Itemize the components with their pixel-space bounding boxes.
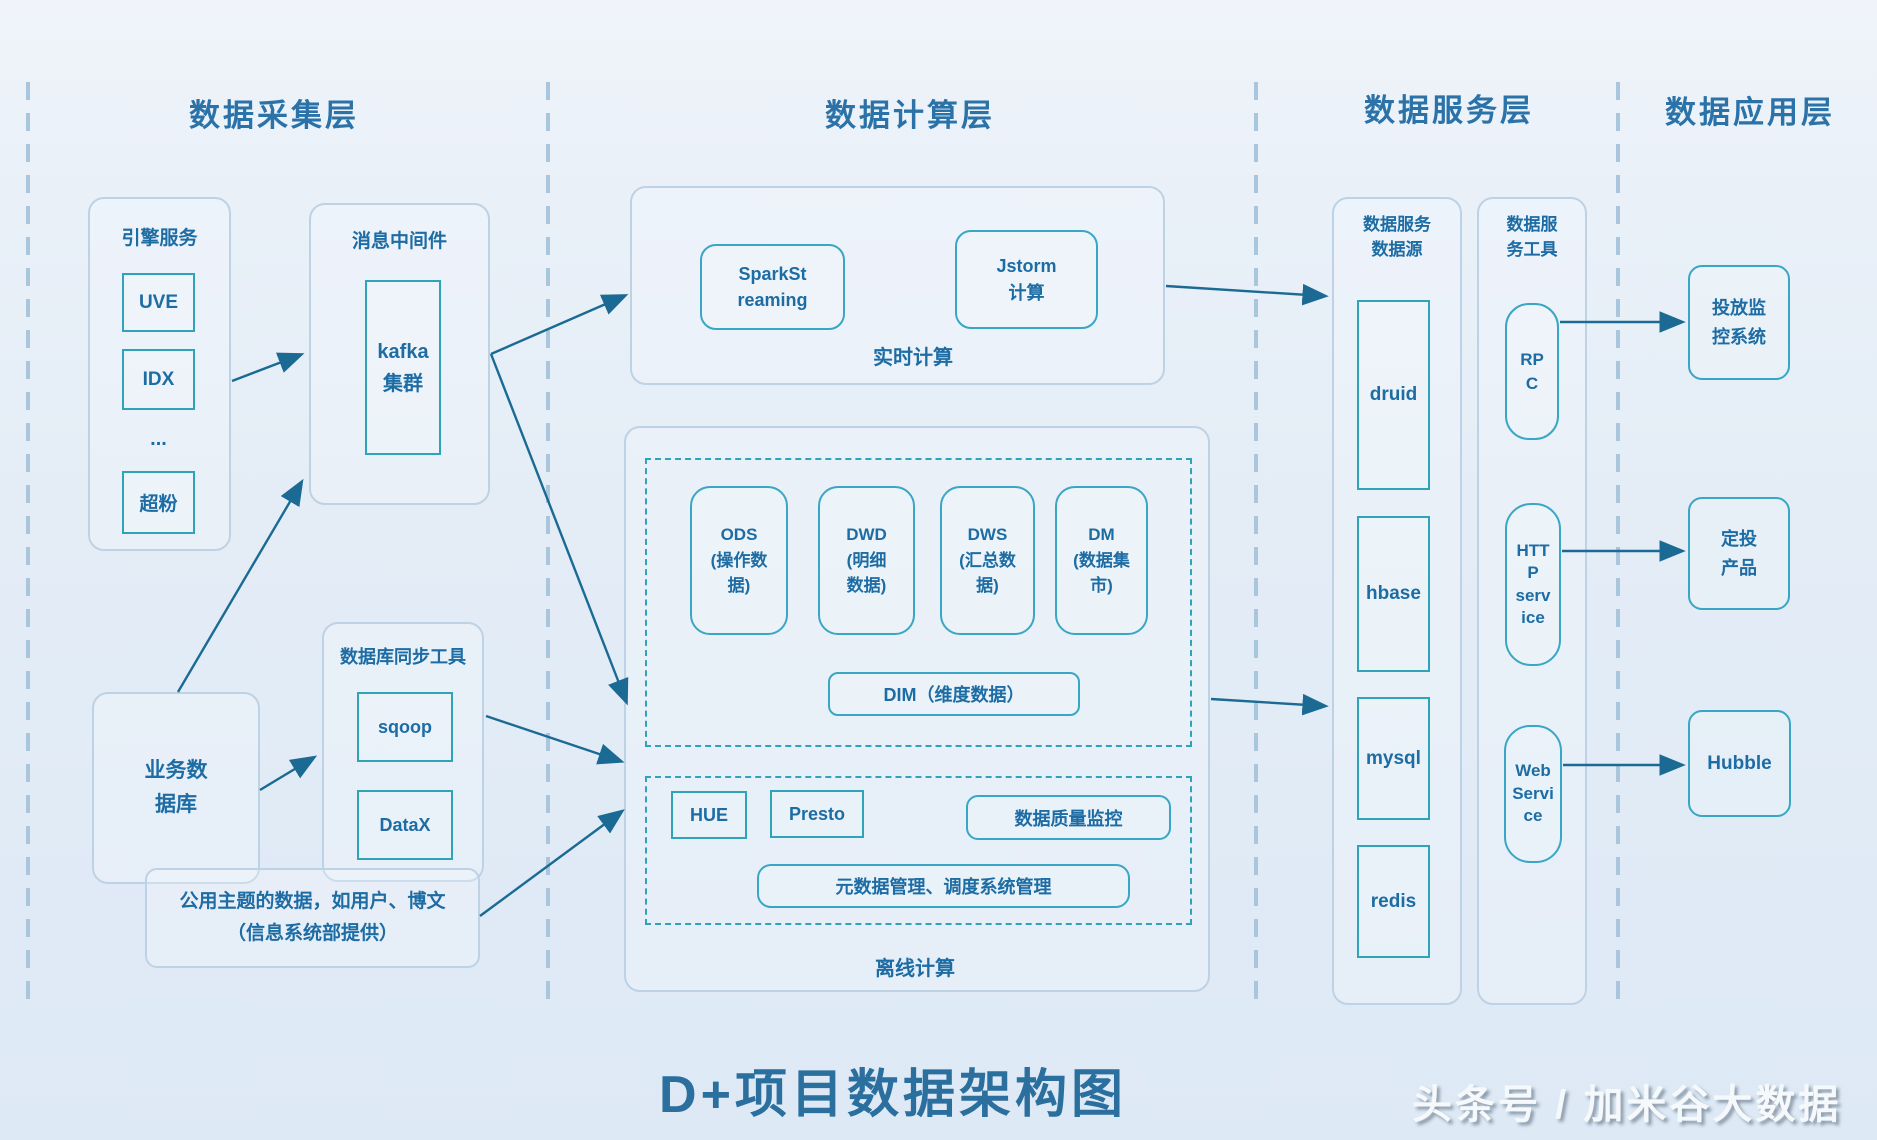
datax-box: DataX: [357, 790, 453, 860]
dws-box: DWS (汇总数 据): [940, 486, 1035, 635]
sqoop-box: sqoop: [357, 692, 453, 762]
watermark: 头条号 / 加米谷大数据: [1412, 1083, 1842, 1127]
hubble-box: Hubble: [1688, 710, 1791, 817]
arrow-bizdb-to-synctool: [259, 755, 318, 792]
engine-service-title: 引擎服务: [121, 228, 198, 249]
data-service-tools-title: 数据服 务工具: [1506, 215, 1558, 259]
mysql-box: mysql: [1357, 697, 1430, 820]
rpc-pill: RP C: [1505, 303, 1559, 440]
layer-title-application: 数据应用层: [1665, 95, 1835, 130]
arrow-publicdata-to-offline: [479, 809, 625, 917]
metadata-scheduling-box: 元数据管理、调度系统管理: [757, 864, 1130, 908]
spark-streaming-box: SparkSt reaming: [700, 244, 845, 330]
arrow-engine-to-middleware: [231, 352, 305, 383]
kafka-cluster-box: kafka 集群: [365, 280, 441, 455]
layer-title-service: 数据服务层: [1364, 93, 1534, 128]
data-service-tools-container: [1477, 197, 1587, 1005]
hue-box: HUE: [671, 791, 747, 839]
data-quality-monitor-box: 数据质量监控: [966, 795, 1171, 840]
fixed-invest-box: 定投 产品: [1688, 497, 1790, 610]
engine-item-uve: UVE: [122, 273, 195, 332]
db-sync-tool-title: 数据库同步工具: [340, 647, 466, 667]
arrow-kafka-to-realtime: [490, 294, 629, 356]
realtime-computing-container: [630, 186, 1165, 385]
arrow-synctool-to-offline: [485, 714, 625, 765]
offline-tools-dashed-box: [645, 776, 1192, 925]
engine-item-superfan: 超粉: [122, 471, 195, 534]
public-theme-data-box: 公用主题的数据，如用户、博文 （信息系统部提供）: [145, 868, 480, 968]
redis-box: redis: [1357, 845, 1430, 958]
data-service-source-container: [1332, 197, 1462, 1005]
warehouse-dashed-box: [645, 458, 1192, 747]
jstorm-box: Jstorm 计算: [955, 230, 1098, 329]
offline-computing-container: [624, 426, 1210, 992]
diagram-title: D+项目数据架构图: [659, 1066, 1127, 1124]
druid-box: druid: [1357, 300, 1430, 490]
engine-item-idx: IDX: [122, 349, 195, 410]
hbase-box: hbase: [1357, 516, 1430, 672]
dm-box: DM (数据集 市): [1055, 486, 1148, 635]
ods-box: ODS (操作数 据): [690, 486, 788, 635]
web-service-pill: Web Servi ce: [1504, 725, 1562, 863]
dwd-box: DWD (明细 数据): [818, 486, 915, 635]
data-service-source-title: 数据服务 数据源: [1363, 215, 1431, 259]
layer-title-computing: 数据计算层: [825, 98, 995, 133]
layer-title-collection: 数据采集层: [189, 98, 359, 133]
db-sync-tool-container: [322, 622, 484, 882]
realtime-computing-label: 实时计算: [873, 347, 953, 369]
engine-item-ellipsis: ...: [150, 428, 167, 450]
arrow-realtime-to-datasource: [1165, 283, 1329, 306]
business-database-box: 业务数 据库: [92, 692, 260, 884]
message-middleware-title: 消息中间件: [351, 231, 447, 252]
offline-computing-label: 离线计算: [875, 958, 955, 980]
dim-box: DIM（维度数据）: [828, 672, 1080, 716]
http-service-pill: HTT P serv ice: [1505, 503, 1561, 666]
arrow-kafka-to-offline: [489, 353, 629, 706]
presto-box: Presto: [770, 790, 864, 838]
delivery-monitor-box: 投放监 控系统: [1688, 265, 1790, 380]
arrow-offline-to-datasource: [1210, 693, 1329, 716]
